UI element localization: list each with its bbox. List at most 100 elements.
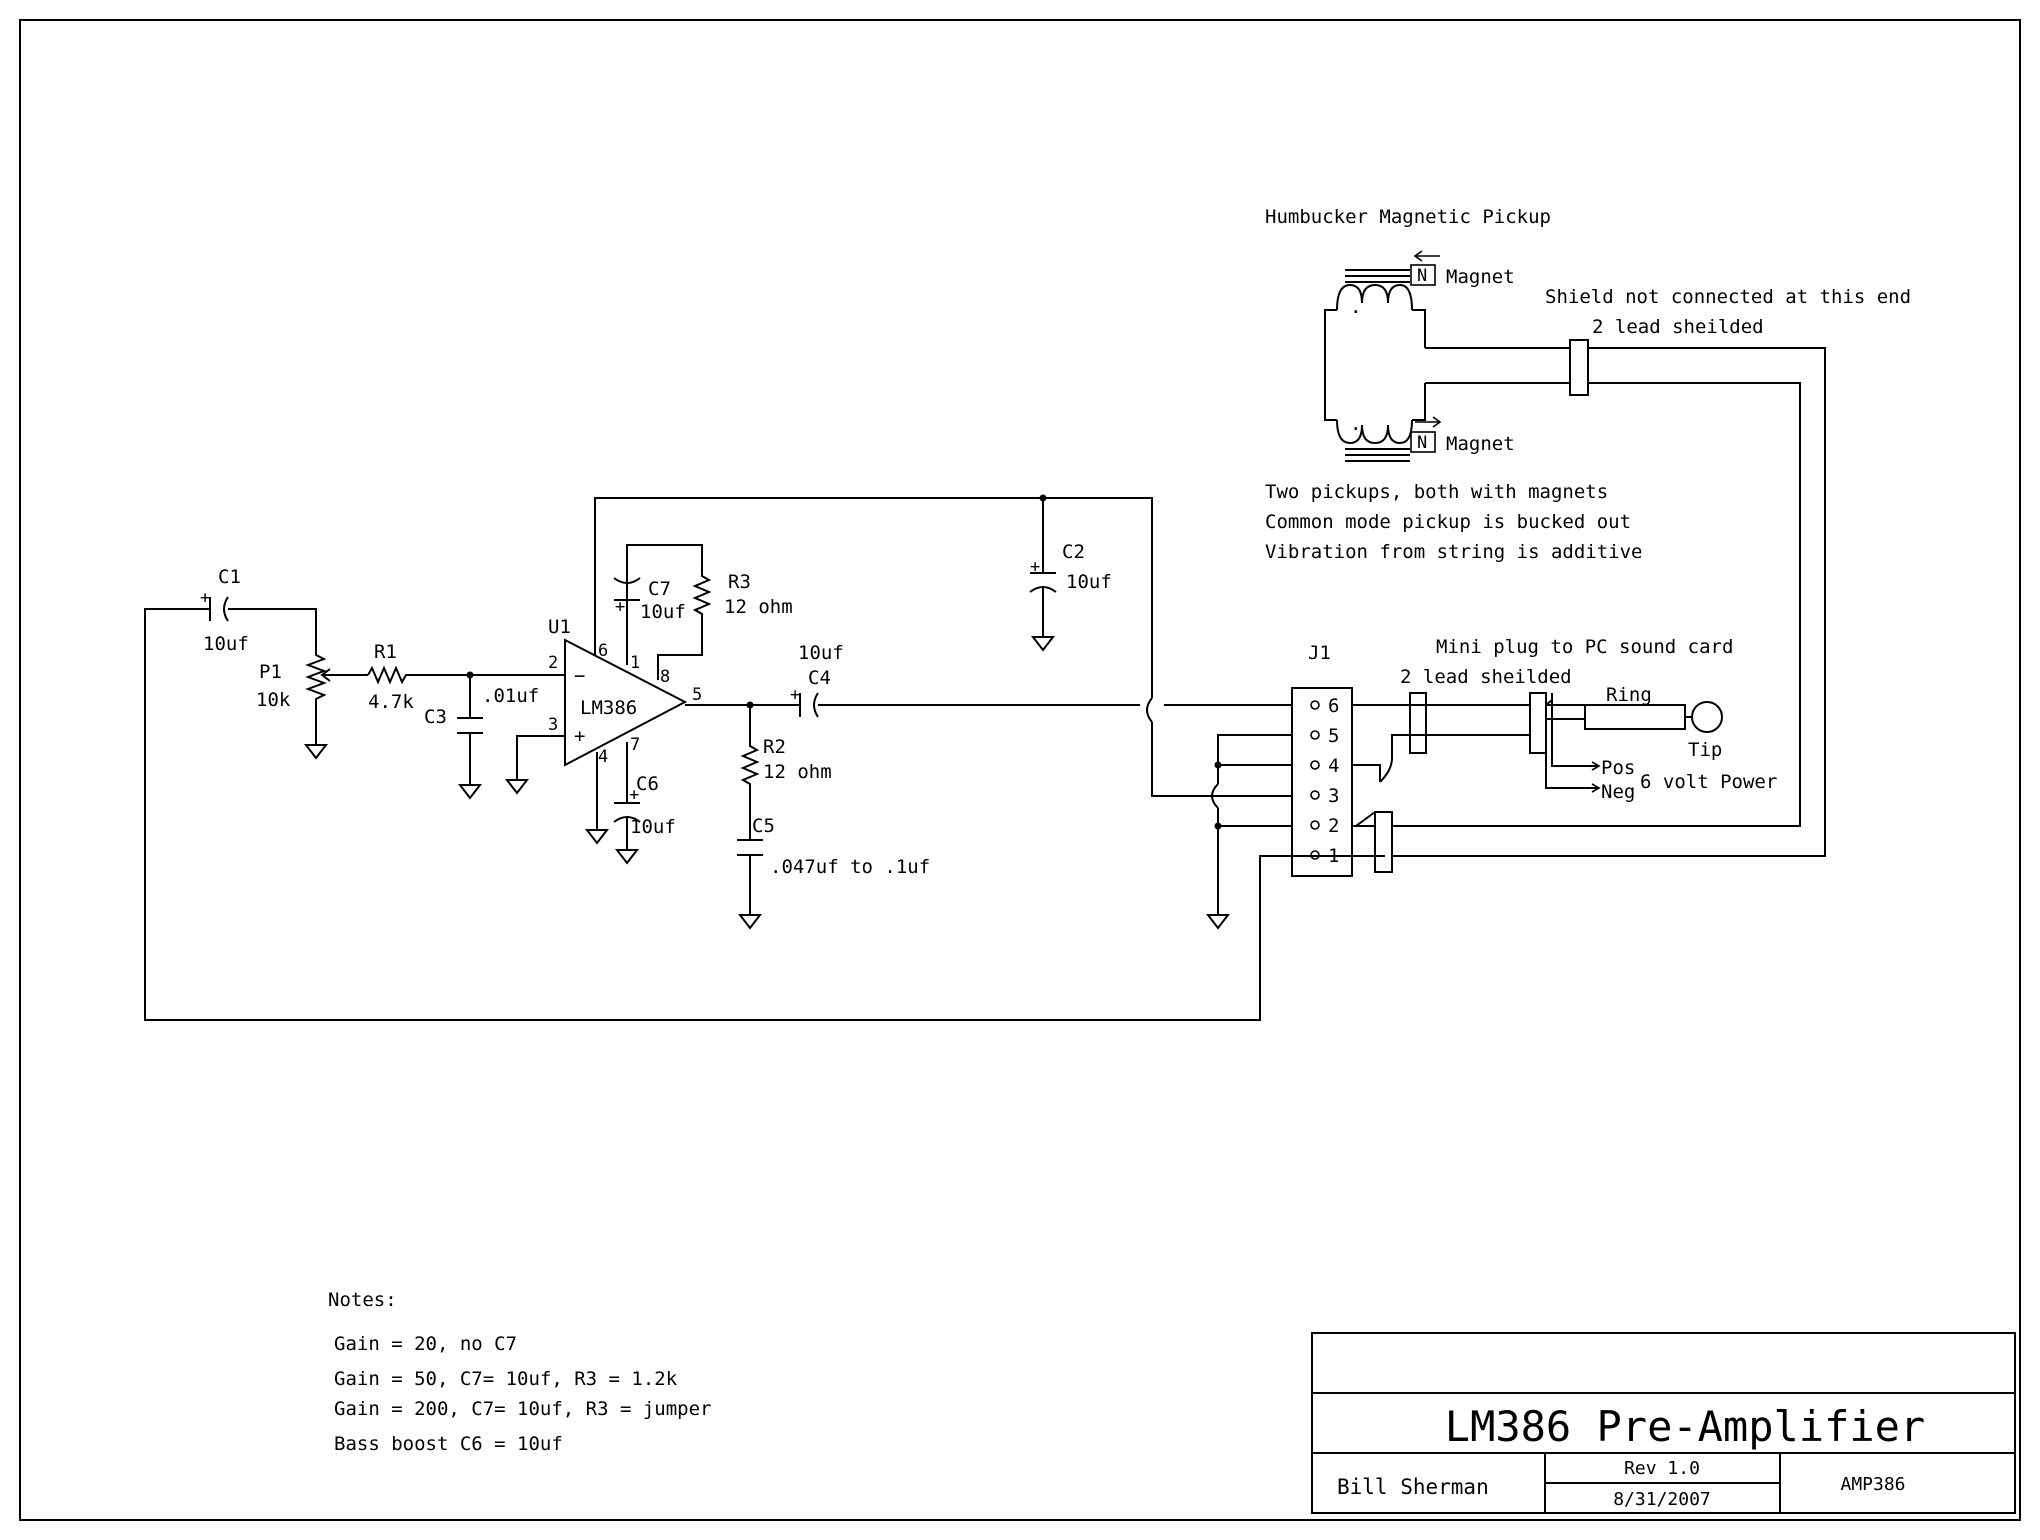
capacitor-c7: +	[613, 577, 641, 617]
svg-text:.: .	[1350, 296, 1361, 318]
c3-value: .01uf	[482, 685, 539, 707]
pickup-desc-1: Two pickups, both with magnets	[1265, 481, 1608, 503]
c5-value: .047uf to .1uf	[770, 856, 930, 878]
plug-title: Mini plug to PC sound card	[1436, 636, 1733, 658]
capacitor-c3	[457, 717, 483, 734]
opamp-plus-sign: +	[574, 725, 585, 747]
capacitor-c1: +	[200, 588, 229, 622]
resistor-r3	[692, 570, 712, 620]
r1-ref: R1	[374, 641, 397, 663]
svg-text:+: +	[200, 588, 210, 608]
c4-value: 10uf	[798, 642, 844, 664]
j1-pin-6: 6	[1328, 695, 1339, 717]
u1-pin-8: 8	[660, 667, 670, 687]
capacitor-c5	[737, 839, 763, 856]
c6-ref: C6	[636, 773, 659, 795]
u1-pin-2: 2	[548, 653, 558, 673]
u1-ref: U1	[548, 616, 571, 638]
svg-text:+: +	[1030, 557, 1040, 577]
notes-line-3: Gain = 200, C7= 10uf, R3 = jumper	[334, 1398, 712, 1420]
ground-symbols-input	[303, 744, 530, 800]
svg-text:+: +	[615, 597, 625, 617]
c2-ref: C2	[1062, 541, 1085, 563]
j1-pin-2: 2	[1328, 815, 1339, 837]
plug-pos-label: Pos	[1601, 757, 1635, 779]
c1-value: 10uf	[203, 633, 249, 655]
capacitor-c4: +	[790, 685, 819, 718]
capacitor-c6: +	[613, 785, 641, 823]
svg-text:+: +	[790, 685, 800, 705]
j1-pin-circles	[1310, 700, 1320, 860]
humbucker-pickup: . .	[1324, 250, 1570, 462]
r3-ref: R3	[728, 571, 751, 593]
junction-dot	[1214, 822, 1222, 830]
c2-value: 10uf	[1066, 571, 1112, 593]
resistor-r1	[367, 665, 410, 685]
u1-pin-3: 3	[548, 715, 558, 735]
pickup-desc-3: Vibration from string is additive	[1265, 541, 1643, 563]
connector-j1	[1291, 687, 1353, 877]
ground-symbols-mid	[584, 636, 1056, 930]
c5-ref: C5	[752, 815, 775, 837]
capacitor-c2: +	[1029, 498, 1057, 637]
p1-ref: P1	[259, 661, 282, 683]
r2-ref: R2	[763, 736, 786, 758]
title-block	[1311, 1332, 2016, 1514]
u1-pin-5: 5	[692, 685, 702, 705]
magnet-n-top: N	[1417, 266, 1427, 286]
plug-neg-label: Neg	[1601, 781, 1635, 803]
opamp-minus-sign: −	[574, 665, 585, 687]
u1-pin-7: 7	[630, 735, 640, 755]
u1-pin-6: 6	[598, 641, 608, 661]
document-number: AMP386	[1840, 1474, 1905, 1495]
plug-ring-label: Ring	[1606, 684, 1652, 706]
pickup-cable	[1352, 339, 1826, 873]
junction-dot	[746, 701, 754, 709]
revision: Rev 1.0	[1624, 1458, 1700, 1479]
junction-dot	[466, 671, 474, 679]
notes-heading: Notes:	[328, 1289, 397, 1311]
notes-line-2: Gain = 50, C7= 10uf, R3 = 1.2k	[334, 1368, 678, 1390]
pickup-desc-2: Common mode pickup is bucked out	[1265, 511, 1631, 533]
magnet-top-label: Magnet	[1446, 266, 1515, 288]
magnet-bottom-label: Magnet	[1446, 433, 1515, 455]
c3-ref: C3	[424, 706, 447, 728]
mini-plug-cable	[1352, 692, 1723, 793]
j1-pin-1: 1	[1328, 845, 1339, 867]
svg-text:.: .	[1350, 413, 1361, 435]
c6-value: 10uf	[630, 816, 676, 838]
potentiometer-p1	[305, 650, 327, 705]
u1-pin-1: 1	[630, 653, 640, 673]
shield-note: Shield not connected at this end	[1545, 286, 1911, 308]
notes-line-4: Bass boost C6 = 10uf	[334, 1433, 563, 1455]
plug-tip-label: Tip	[1688, 739, 1722, 761]
c4-ref: C4	[808, 667, 831, 689]
lm386-wiring	[594, 497, 1208, 915]
pickup-lead-note: 2 lead sheilded	[1592, 316, 1764, 338]
drawing-date: 8/31/2007	[1613, 1489, 1711, 1510]
c1-ref: C1	[218, 566, 241, 588]
j1-ref: J1	[1308, 642, 1331, 664]
u1-pin-4: 4	[598, 747, 608, 767]
plug-lead-note: 2 lead sheilded	[1400, 666, 1572, 688]
sheet-border	[19, 19, 2021, 1521]
j1-pin-5: 5	[1328, 725, 1339, 747]
j1-pin-4: 4	[1328, 755, 1339, 777]
j1-pin-3: 3	[1328, 785, 1339, 807]
j1-left-wiring	[1164, 704, 1292, 930]
svg-text:+: +	[629, 785, 639, 805]
r1-value: 4.7k	[368, 691, 414, 713]
c7-value: 10uf	[640, 601, 686, 623]
r2-value: 12 ohm	[763, 761, 832, 783]
notes-line-1: Gain = 20, no C7	[334, 1333, 517, 1355]
pickup-title: Humbucker Magnetic Pickup	[1265, 206, 1551, 228]
junction-dot	[1039, 494, 1047, 502]
r3-value: 12 ohm	[724, 596, 793, 618]
plug-power-label: 6 volt Power	[1640, 771, 1777, 793]
p1-value: 10k	[256, 689, 291, 711]
author-name: Bill Sherman	[1337, 1475, 1489, 1499]
drawing-title: LM386 Pre-Amplifier	[1445, 1402, 1925, 1451]
c7-ref: C7	[648, 578, 671, 600]
magnet-n-bottom: N	[1417, 433, 1427, 453]
